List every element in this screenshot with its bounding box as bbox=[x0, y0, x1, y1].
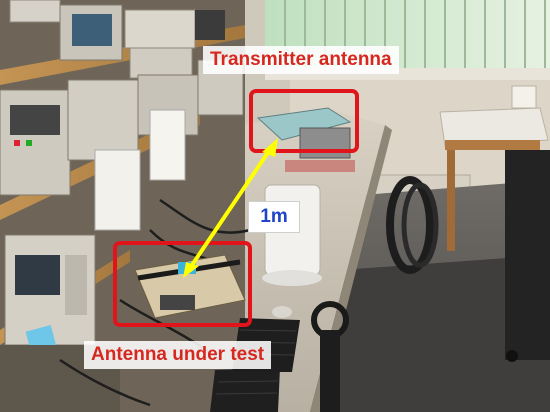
side-table-skirt bbox=[445, 140, 540, 150]
instruments-top bbox=[9, 0, 225, 79]
transmitter-highlight-box bbox=[249, 89, 359, 153]
transmitter-antenna-label: Transmitter antenna bbox=[203, 46, 399, 74]
distance-arrow bbox=[183, 138, 278, 278]
window-blinds bbox=[284, 0, 546, 70]
paper-manual-2 bbox=[149, 109, 186, 181]
cable-coil bbox=[386, 176, 434, 274]
instruments-mid bbox=[0, 59, 244, 196]
floor-mat bbox=[330, 255, 550, 412]
transmitter-device bbox=[256, 107, 352, 141]
keyboard bbox=[210, 368, 280, 412]
aut-highlight-box bbox=[113, 241, 252, 327]
equipment-cart bbox=[505, 150, 550, 360]
paper-manual bbox=[94, 149, 141, 231]
side-table-top bbox=[439, 107, 549, 147]
side-table-leg-left bbox=[447, 146, 455, 251]
distance-label: 1m bbox=[248, 201, 300, 233]
wall-outlet bbox=[511, 85, 537, 109]
antenna-under-test-label: Antenna under test bbox=[84, 341, 272, 369]
instruments-low bbox=[0, 234, 120, 412]
mouse bbox=[272, 306, 292, 318]
